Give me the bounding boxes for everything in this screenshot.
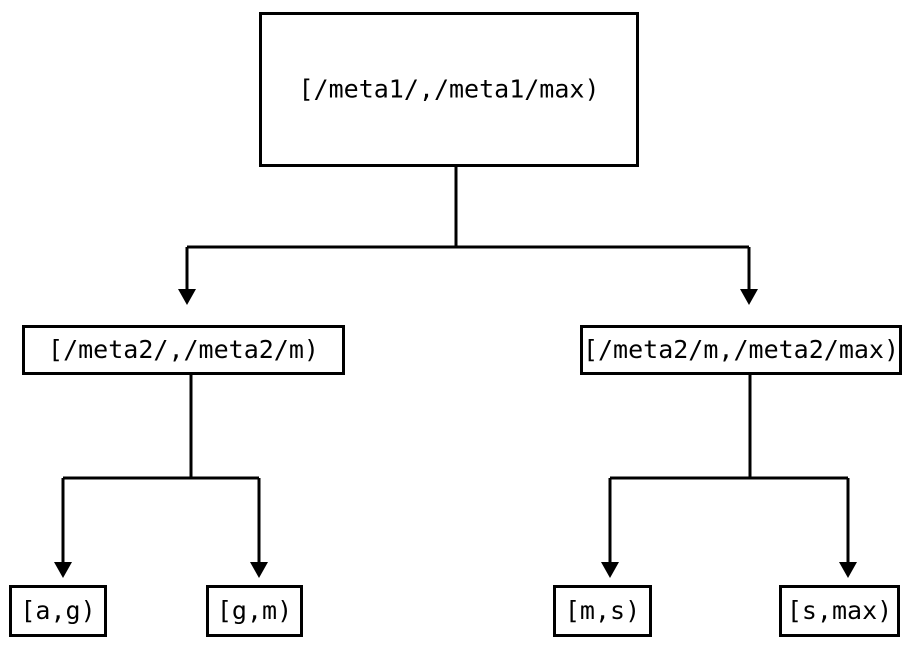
nodes-layer: [/meta1/,/meta1/max) [/meta2/,/meta2/m) [/… (9, 12, 902, 637)
tree-node-leaf-m-s[interactable]: [m,s) (553, 585, 652, 637)
tree-node-root[interactable]: [/meta1/,/meta1/max) (259, 12, 639, 167)
arrow-head-icon (740, 289, 758, 305)
connector-root-to-mids (178, 167, 758, 305)
tree-node-mid-left[interactable]: [/meta2/,/meta2/m) (22, 325, 345, 375)
node-box[interactable] (22, 325, 345, 375)
node-label: [g,m) (217, 596, 292, 625)
arrow-head-icon (839, 562, 857, 578)
connector-midright-to-leaves (601, 375, 857, 578)
node-box[interactable] (206, 585, 303, 637)
node-label: [s,max) (787, 596, 892, 625)
node-label: [/meta2/,/meta2/m) (48, 335, 319, 364)
node-label: [/meta1/,/meta1/max) (298, 75, 599, 104)
tree-node-mid-right[interactable]: [/meta2/m,/meta2/max) (580, 325, 902, 375)
tree-node-leaf-g-m[interactable]: [g,m) (206, 585, 303, 637)
tree-node-leaf-s-max[interactable]: [s,max) (779, 585, 900, 637)
node-label: [m,s) (565, 596, 640, 625)
arrow-head-icon (178, 289, 196, 305)
tree-node-leaf-a-g[interactable]: [a,g) (9, 585, 107, 637)
node-box[interactable] (9, 585, 107, 637)
node-box[interactable] (553, 585, 652, 637)
node-box[interactable] (259, 12, 639, 167)
connector-midleft-to-leaves (54, 375, 268, 578)
node-label: [a,g) (20, 596, 95, 625)
connectors-layer (54, 167, 857, 578)
arrow-head-icon (250, 562, 268, 578)
node-label: [/meta2/m,/meta2/max) (583, 335, 899, 364)
arrow-head-icon (601, 562, 619, 578)
arrow-head-icon (54, 562, 72, 578)
node-box[interactable] (779, 585, 900, 637)
node-box[interactable] (580, 325, 902, 375)
